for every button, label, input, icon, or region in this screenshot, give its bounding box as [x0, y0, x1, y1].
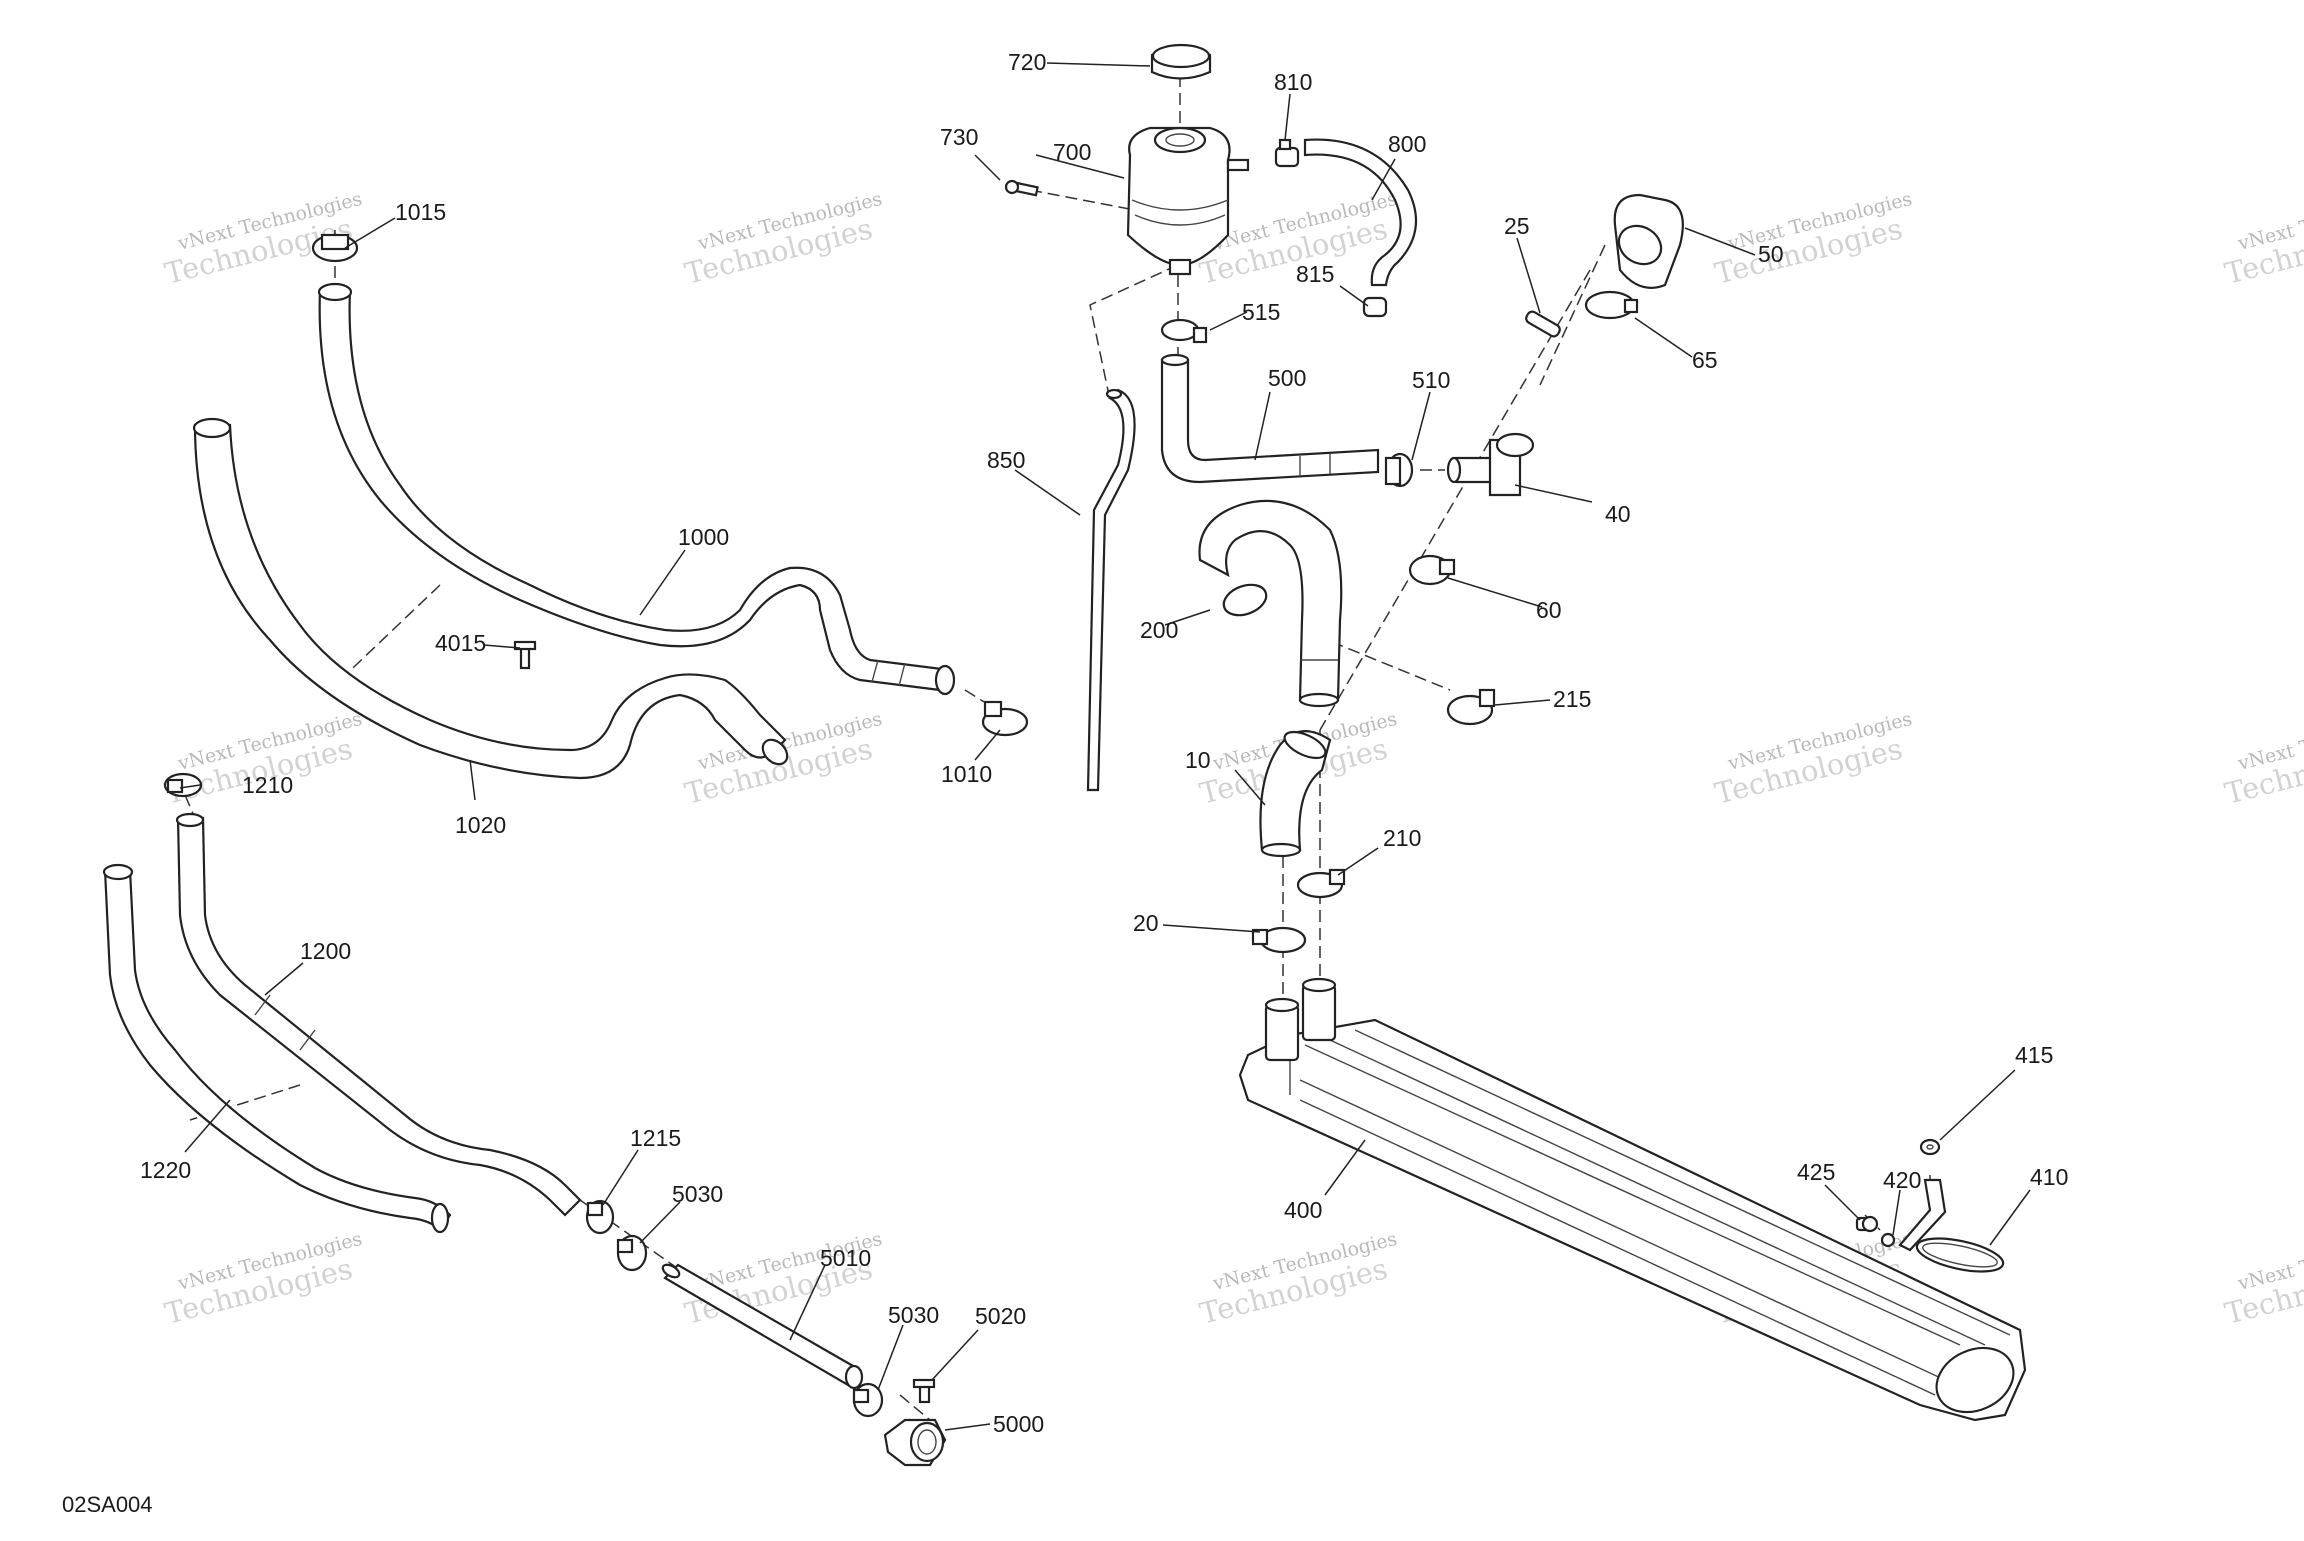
part-label-200[interactable]: 200 [1140, 617, 1178, 643]
clamp-1215[interactable] [585, 1199, 615, 1235]
screw-730[interactable] [1004, 179, 1039, 197]
fitting-5000[interactable] [883, 1418, 947, 1467]
tank-cap-720[interactable] [1150, 43, 1212, 80]
clamp-510[interactable] [1384, 452, 1414, 488]
clamp-215[interactable] [1446, 688, 1496, 726]
clamp-815[interactable] [1362, 296, 1388, 318]
part-label-425[interactable]: 425 [1797, 1159, 1835, 1185]
part-label-850[interactable]: 850 [987, 447, 1025, 473]
part-label-5030-lower[interactable]: 5030 [888, 1302, 939, 1328]
part-label-415[interactable]: 415 [2015, 1042, 2053, 1068]
part-label-60[interactable]: 60 [1536, 597, 1562, 623]
diagram-code: 02SA004 [62, 1492, 153, 1517]
elbow-50[interactable] [1612, 193, 1684, 289]
clamp-515[interactable] [1160, 318, 1208, 344]
hose-1000[interactable] [317, 282, 956, 696]
part-label-1015[interactable]: 1015 [395, 199, 446, 225]
screw-4015[interactable] [513, 640, 537, 670]
part-label-50[interactable]: 50 [1758, 241, 1784, 267]
assembly-lines [184, 75, 1931, 1421]
connector-40[interactable] [1446, 432, 1535, 497]
part-label-1000[interactable]: 1000 [678, 524, 729, 550]
clamp-1210[interactable] [163, 772, 203, 798]
part-label-400[interactable]: 400 [1284, 1197, 1322, 1223]
washer-415[interactable] [1919, 1138, 1941, 1156]
part-label-20[interactable]: 20 [1133, 910, 1159, 936]
part-label-1220[interactable]: 1220 [140, 1157, 191, 1183]
hose-1200[interactable] [175, 812, 582, 1217]
overflow-tube-850[interactable] [1086, 388, 1136, 792]
part-label-700[interactable]: 700 [1053, 139, 1091, 165]
hose-1020[interactable] [192, 417, 792, 780]
clamp-5030-lower[interactable] [852, 1382, 884, 1418]
part-label-730[interactable]: 730 [940, 124, 978, 150]
part-label-5000[interactable]: 5000 [993, 1411, 1044, 1437]
hose-200[interactable] [1198, 499, 1343, 708]
part-label-800[interactable]: 800 [1388, 131, 1426, 157]
part-label-1215[interactable]: 1215 [630, 1125, 681, 1151]
part-label-500[interactable]: 500 [1268, 365, 1306, 391]
hose-1220[interactable] [102, 863, 452, 1234]
clamp-60[interactable] [1408, 554, 1456, 586]
part-label-4015[interactable]: 4015 [435, 630, 486, 656]
part-label-210[interactable]: 210 [1383, 825, 1421, 851]
clamp-810[interactable] [1274, 138, 1300, 168]
part-label-420[interactable]: 420 [1883, 1167, 1921, 1193]
part-label-65[interactable]: 65 [1692, 347, 1718, 373]
part-label-1010[interactable]: 1010 [941, 761, 992, 787]
fitting-420-small[interactable] [1880, 1232, 1896, 1248]
part-label-1210[interactable]: 1210 [242, 772, 293, 798]
part-label-40[interactable]: 40 [1605, 501, 1631, 527]
part-label-5010[interactable]: 5010 [820, 1245, 871, 1271]
hose-800[interactable] [1303, 138, 1418, 287]
part-label-1020[interactable]: 1020 [455, 812, 506, 838]
part-label-815[interactable]: 815 [1296, 261, 1334, 287]
part-label-5020[interactable]: 5020 [975, 1303, 1026, 1329]
clamp-1015[interactable] [311, 233, 359, 263]
tube-5010[interactable] [661, 1262, 864, 1390]
part-label-10[interactable]: 10 [1185, 747, 1211, 773]
part-label-215[interactable]: 215 [1553, 686, 1591, 712]
clamp-65[interactable] [1584, 290, 1639, 320]
part-label-510[interactable]: 510 [1412, 367, 1450, 393]
part-label-25[interactable]: 25 [1504, 213, 1530, 239]
coolant-tank-700[interactable] [1126, 126, 1250, 276]
part-label-810[interactable]: 810 [1274, 69, 1312, 95]
clamp-1010[interactable] [981, 700, 1029, 737]
hose-10[interactable] [1259, 727, 1332, 858]
part-label-1200[interactable]: 1200 [300, 938, 351, 964]
clamp-210[interactable] [1296, 868, 1346, 899]
screw-5020[interactable] [912, 1378, 936, 1404]
hose-500[interactable] [1160, 353, 1380, 484]
screw-425[interactable] [1855, 1215, 1879, 1233]
part-label-515[interactable]: 515 [1242, 299, 1280, 325]
clamp-20[interactable] [1251, 926, 1307, 954]
part-label-410[interactable]: 410 [2030, 1164, 2068, 1190]
part-label-5030-upper[interactable]: 5030 [672, 1181, 723, 1207]
clamp-5030-upper[interactable] [616, 1234, 648, 1272]
radiator-400[interactable] [1238, 977, 2027, 1424]
fitting-420[interactable] [1898, 1178, 1947, 1252]
clamp-25[interactable] [1524, 310, 1561, 338]
oring-410[interactable] [1914, 1232, 2006, 1278]
part-label-720[interactable]: 720 [1008, 49, 1046, 75]
part-labels: 720 810 800 700 730 815 515 500 510 850 … [140, 49, 2068, 1437]
leader-lines [179, 62, 2031, 1431]
